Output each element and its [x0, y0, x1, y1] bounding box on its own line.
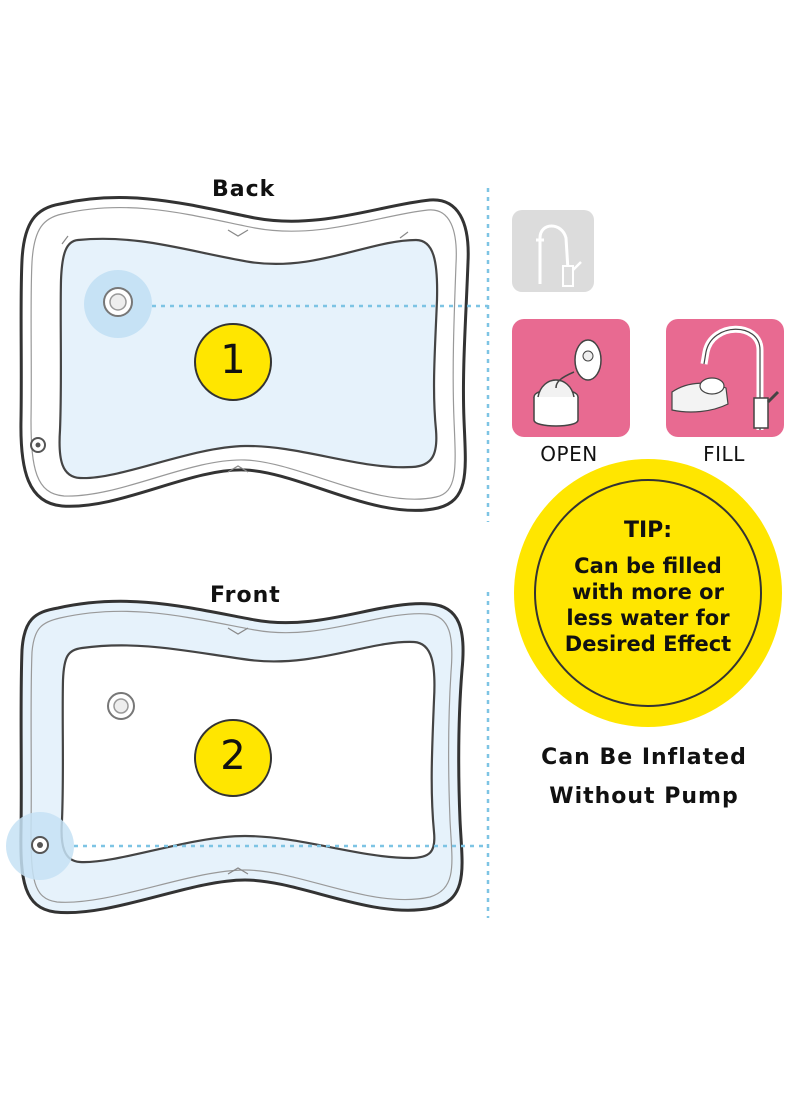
back-mat: [19, 196, 488, 512]
tip-title: TIP:: [623, 518, 673, 543]
back-valve-cap-inner: [109, 293, 127, 311]
faucet-icon: [512, 210, 594, 292]
front-mat-weld-mark: [227, 867, 249, 875]
tip-badge-outer: [514, 459, 782, 727]
faucet-fill-icon: [666, 319, 784, 437]
tip-line-4: Desired Effect: [564, 632, 732, 656]
front-valve-cap-inner: [113, 698, 129, 714]
bottle-cap-icon: [512, 319, 630, 437]
front-number-badge: [194, 719, 272, 797]
front-mat-weld-mark: [227, 627, 249, 635]
back-mat-weld-mark: [227, 229, 249, 237]
front-side-valve-dot: [37, 842, 43, 848]
front-mat-outer-inner-stroke: [30, 610, 453, 903]
tip-line-3: less water for: [566, 606, 730, 630]
back-mat-weld-mark: [61, 231, 409, 245]
front-label: Front: [210, 583, 281, 608]
tip-badge-ring: [534, 479, 762, 707]
back-side-valve-dot: [35, 442, 41, 448]
inflate-note-line-1: Can Be Inflated: [541, 745, 747, 770]
back-label: Back: [212, 177, 276, 202]
back-mat-weld-mark: [227, 465, 249, 473]
front-number: 2: [220, 733, 246, 779]
back-mat-outer-inner-stroke: [30, 206, 457, 500]
tip-line-2: with more or: [572, 580, 724, 604]
step-fill-caption: FILL: [703, 442, 745, 466]
back-number: 1: [220, 337, 246, 383]
tip-line-1: Can be filled: [574, 554, 722, 578]
step-open-caption: OPEN: [540, 442, 598, 466]
back-number-badge: [194, 323, 272, 401]
front-mat: [6, 599, 488, 915]
inflate-note-line-2: Without Pump: [549, 784, 739, 809]
